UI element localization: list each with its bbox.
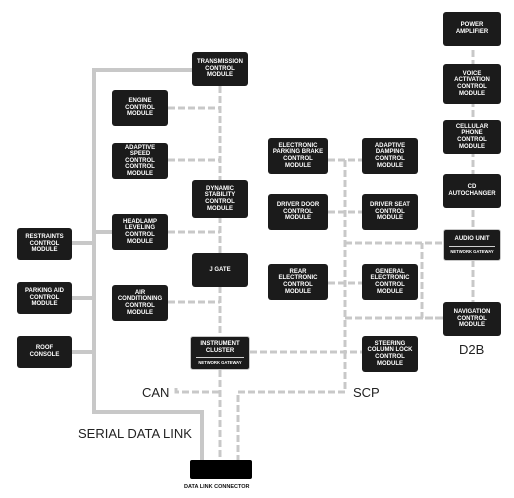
module-label: PARKING AID CONTROL MODULE (25, 288, 64, 308)
data-link-connector-label: DATA LINK CONNECTOR (184, 484, 250, 490)
scp-bus-label: SCP (353, 385, 380, 400)
module-label: AIR CONDITIONING CONTROL MODULE (117, 289, 163, 316)
module-label: STEERING COLUMN LOCK CONTROL MODULE (367, 340, 413, 367)
module-label: RESTRAINTS CONTROL MODULE (25, 234, 64, 254)
j-gate-module: J GATE (192, 253, 248, 287)
air-conditioning-control-module: AIR CONDITIONING CONTROL MODULE (112, 285, 168, 321)
module-label: ELECTRONIC PARKING BRAKE CONTROL MODULE (272, 142, 324, 169)
module-label: NAVIGATION CONTROL MODULE (453, 309, 491, 329)
audio-unit-module: AUDIO UNIT NETWORK GATEWAY (443, 229, 501, 261)
network-gateway-label: NETWORK GATEWAY (449, 245, 495, 254)
voice-activation-control-module: VOICE ACTIVATION CONTROL MODULE (443, 64, 501, 104)
module-label: AUDIO UNIT (454, 236, 490, 243)
module-label: DRIVER DOOR CONTROL MODULE (276, 202, 320, 222)
can-cluster-feed (174, 388, 220, 394)
module-label: HEADLAMP LEVELING CONTROL MODULE (123, 218, 157, 245)
rear-electronic-control-module: REAR ELECTRONIC CONTROL MODULE (268, 264, 328, 300)
adaptive-damping-control-module: ADAPTIVE DAMPING CONTROL MODULE (362, 138, 418, 174)
module-label: VOICE ACTIVATION CONTROL MODULE (454, 70, 490, 97)
network-gateway-label: NETWORK GATEWAY (196, 357, 244, 365)
module-label: GENERAL ELECTRONIC CONTROL MODULE (370, 268, 410, 295)
module-label: J GATE (209, 266, 231, 273)
scp-to-dlc (236, 352, 347, 460)
adaptive-speed-control-module: ADAPTIVE SPEED CONTROL CONTROL MODULE (112, 143, 168, 179)
module-label: ADAPTIVE SPEED CONTROL CONTROL MODULE (124, 144, 156, 177)
module-label: ROOF CONSOLE (29, 345, 60, 358)
restraints-control-module: RESTRAINTS CONTROL MODULE (17, 228, 72, 260)
headlamp-leveling-control-module: HEADLAMP LEVELING CONTROL MODULE (112, 214, 168, 250)
navigation-control-module: NAVIGATION CONTROL MODULE (443, 302, 501, 336)
general-electronic-control-module: GENERAL ELECTRONIC CONTROL MODULE (362, 264, 418, 300)
can-bus-label: CAN (142, 385, 170, 400)
steering-column-lock-control-module: STEERING COLUMN LOCK CONTROL MODULE (362, 336, 418, 372)
instrument-cluster-module: INSTRUMENT CLUSTER NETWORK GATEWAY (190, 336, 250, 370)
module-label: CD AUTOCHANGER (448, 184, 496, 197)
engine-control-module: ENGINE CONTROL MODULE (112, 90, 168, 126)
electronic-parking-brake-control-module: ELECTRONIC PARKING BRAKE CONTROL MODULE (268, 138, 328, 174)
roof-console-module: ROOF CONSOLE (17, 336, 72, 368)
transmission-control-module: TRANSMISSION CONTROL MODULE (192, 52, 248, 86)
module-label: POWER AMPLIFIER (455, 22, 489, 35)
module-label: ENGINE CONTROL MODULE (125, 98, 155, 118)
d2b-bus-label: D2B (459, 342, 485, 357)
serial-data-link-wire (92, 68, 204, 462)
module-label: DRIVER SEAT CONTROL MODULE (370, 202, 410, 222)
module-label: INSTRUMENT CLUSTER (200, 340, 240, 354)
cellular-phone-control-module: CELLULAR PHONE CONTROL MODULE (443, 120, 501, 154)
driver-door-control-module: DRIVER DOOR CONTROL MODULE (268, 194, 328, 230)
module-label: DYNAMIC STABILITY CONTROL MODULE (204, 185, 236, 212)
parking-aid-control-module: PARKING AID CONTROL MODULE (17, 282, 72, 314)
module-label: REAR ELECTRONIC CONTROL MODULE (278, 268, 318, 295)
dynamic-stability-control-module: DYNAMIC STABILITY CONTROL MODULE (192, 180, 248, 218)
data-link-connector[interactable] (190, 460, 252, 479)
driver-seat-control-module: DRIVER SEAT CONTROL MODULE (362, 194, 418, 230)
module-label: CELLULAR PHONE CONTROL MODULE (455, 123, 489, 150)
module-label: TRANSMISSION CONTROL MODULE (196, 59, 243, 79)
module-label: ADAPTIVE DAMPING CONTROL MODULE (374, 142, 406, 169)
serial-data-link-label: SERIAL DATA LINK (78, 426, 192, 441)
d2b-ring-return (420, 243, 443, 320)
cd-autochanger-module: CD AUTOCHANGER (443, 174, 501, 208)
power-amplifier-module: POWER AMPLIFIER (443, 12, 501, 46)
